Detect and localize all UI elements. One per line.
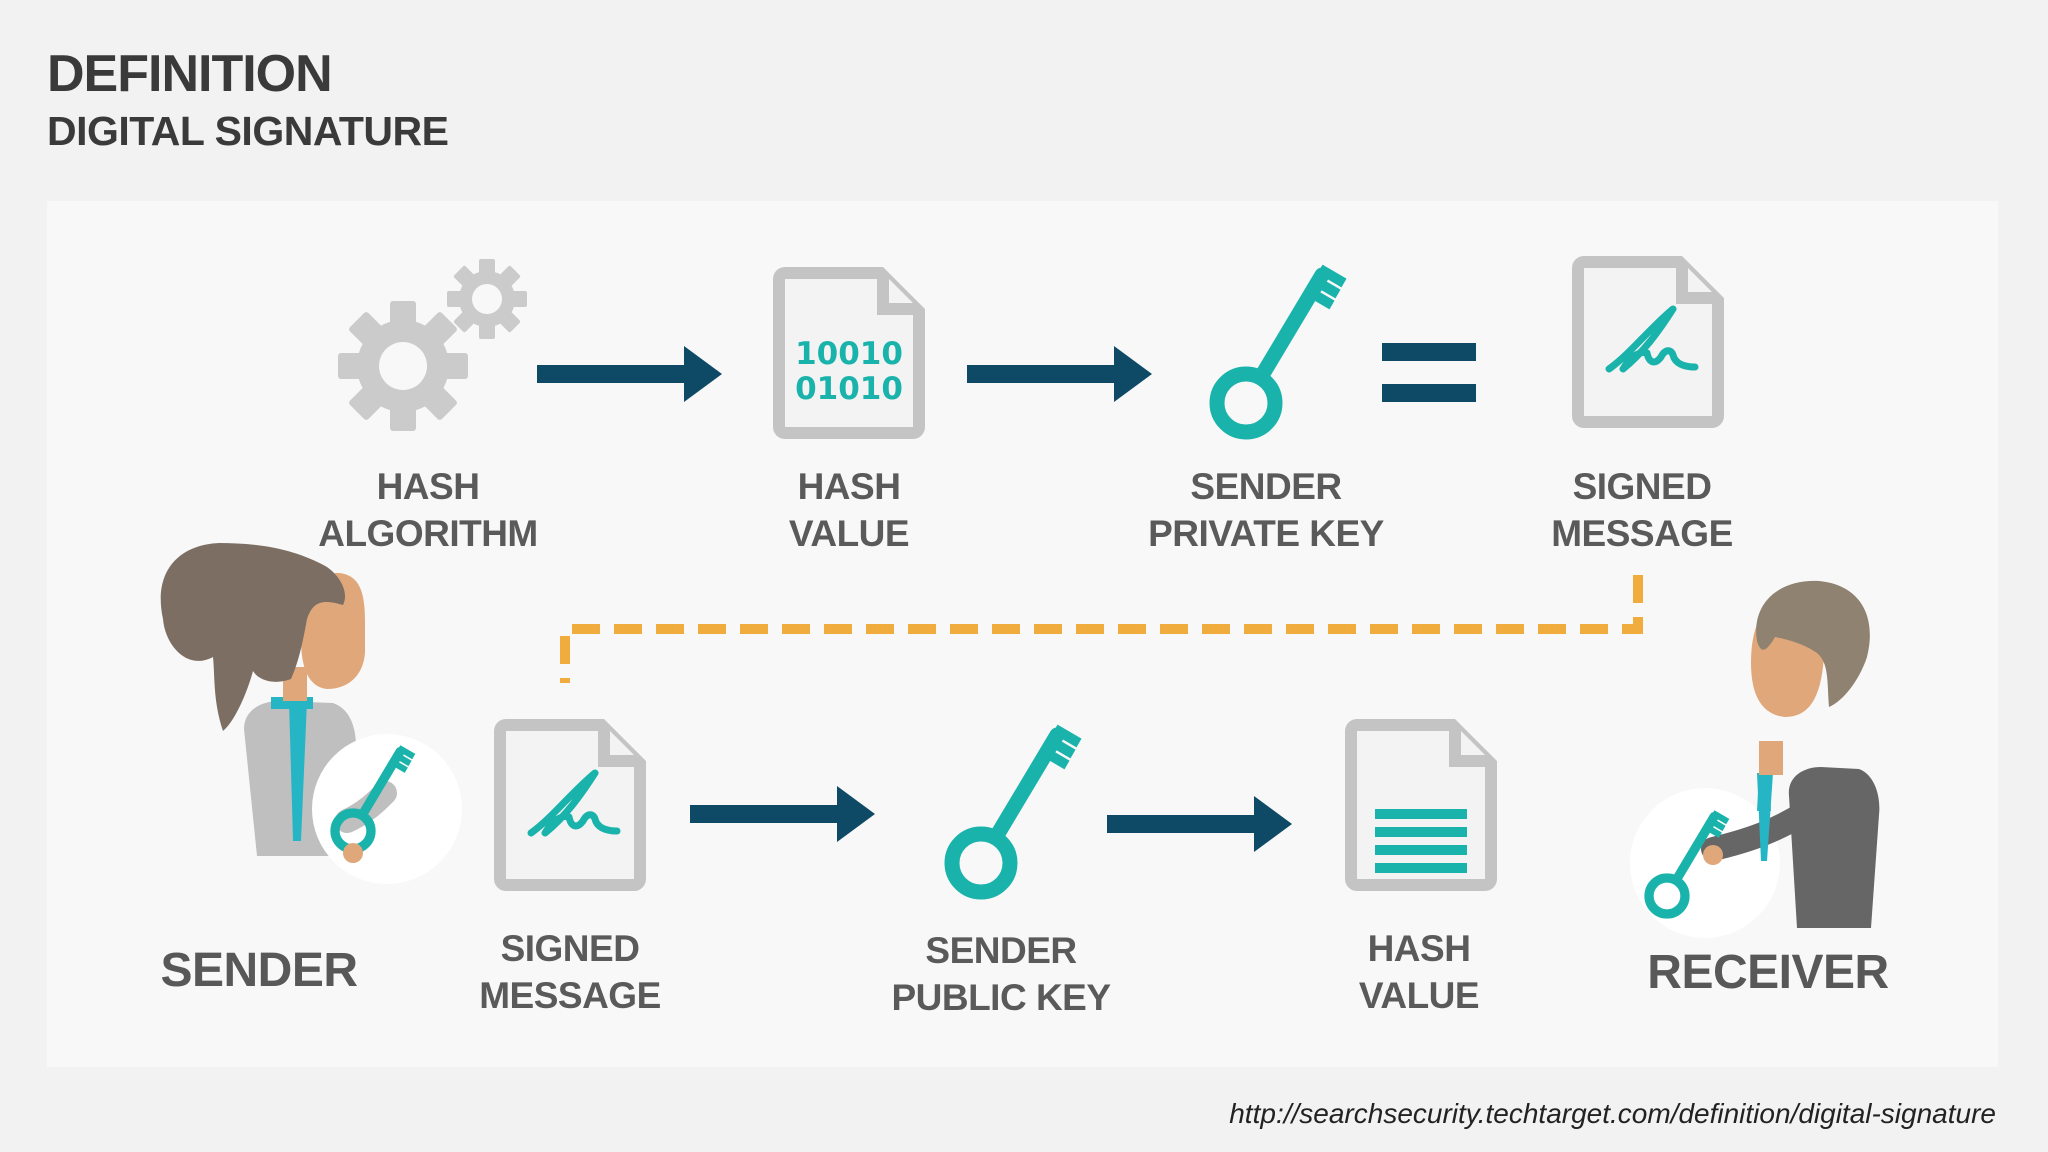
receiver-figure: [1630, 580, 1880, 938]
hash-bits-line-2: 01010: [795, 371, 903, 407]
arrow-right-icon: [537, 346, 722, 402]
diagram-panel: 10010 01010: [47, 201, 1998, 1067]
sender-label: SENDER: [160, 944, 358, 997]
page-subtitle: DIGITAL SIGNATURE: [47, 108, 449, 154]
signed-document-icon: [494, 719, 646, 891]
arrow-right-icon: [690, 786, 875, 842]
dashed-connector: [560, 575, 1643, 683]
source-url: http://searchsecurity.techtarget.com/def…: [1229, 1098, 1996, 1129]
hash-bits-line-1: 10010: [795, 336, 903, 372]
diagram-canvas: 10010 01010: [160, 256, 1880, 938]
sender-figure: [160, 543, 462, 884]
arrow-right-icon: [1107, 796, 1292, 852]
equals-icon: [1382, 343, 1476, 402]
text-document-icon: [1345, 719, 1497, 891]
key-icon: [1217, 269, 1344, 432]
key-icon: [952, 729, 1079, 892]
binary-document-icon: 10010 01010: [773, 267, 925, 439]
arrow-right-icon: [967, 346, 1152, 402]
receiver-label: RECEIVER: [1647, 946, 1889, 999]
gears-icon: [338, 259, 527, 431]
signed-document-icon: [1572, 256, 1724, 428]
page-title: DEFINITION: [47, 45, 333, 103]
